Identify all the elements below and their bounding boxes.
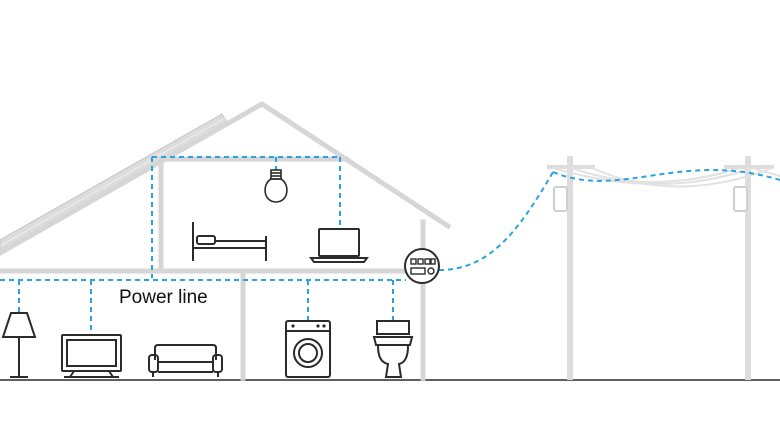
electric-meter-icon: [404, 248, 440, 284]
toilet-icon: [372, 320, 414, 378]
house-roof: [0, 101, 452, 256]
floor-lamp-icon: [1, 312, 37, 378]
utility-pole-icon: [547, 156, 774, 380]
power-line-wiring: [0, 156, 780, 333]
house-structure: [0, 101, 452, 381]
overhead-cables: [552, 167, 780, 188]
washing-machine-icon: [285, 320, 331, 378]
power-line-label: Power line: [119, 287, 208, 308]
pole-transformer-icon: [553, 186, 748, 212]
laptop-icon: [309, 228, 369, 263]
television-icon: [61, 334, 122, 378]
light-bulb-icon: [264, 169, 288, 203]
sofa-icon: [148, 344, 223, 377]
bed-icon: [192, 222, 267, 261]
power-line-cable: [438, 171, 554, 271]
